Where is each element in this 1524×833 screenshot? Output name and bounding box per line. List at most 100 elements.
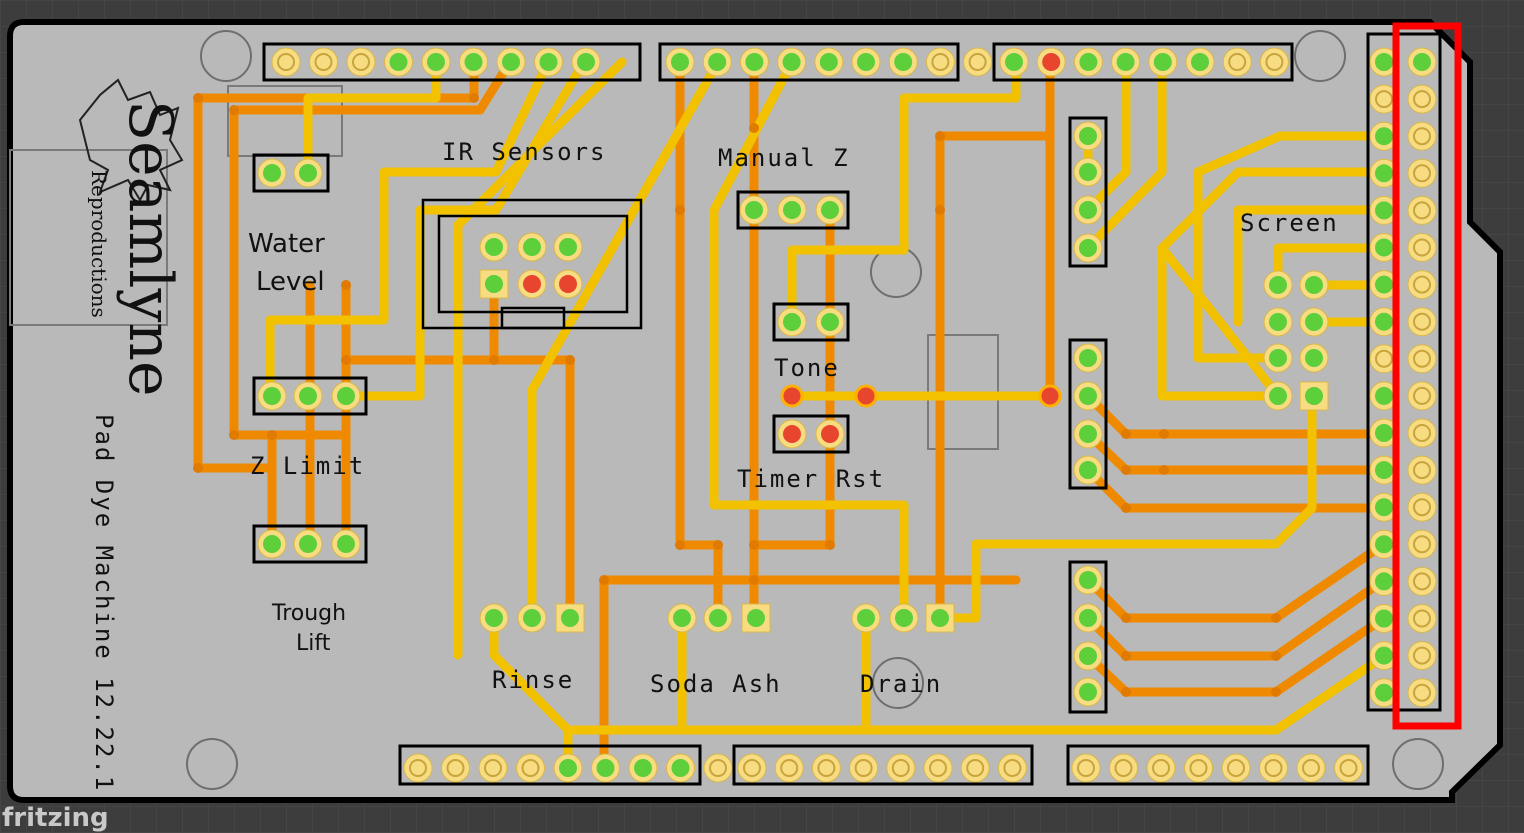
- pad-connected: [1073, 603, 1103, 633]
- pad: [886, 753, 916, 783]
- label-timer-rst: Timer Rst: [737, 465, 885, 493]
- label-water: Water: [248, 229, 325, 259]
- pad-connected: [517, 603, 547, 633]
- pad-connected: [534, 47, 563, 77]
- pad-connected: [1073, 565, 1103, 595]
- pad: [1407, 604, 1437, 633]
- label-drain: Drain: [860, 670, 942, 698]
- pad-connected: [1073, 455, 1103, 485]
- label-screen: Screen: [1240, 209, 1339, 237]
- pad-error: [815, 419, 845, 449]
- pad: [1407, 381, 1437, 411]
- pad-connected: [814, 47, 844, 77]
- pad: [1296, 753, 1326, 783]
- label-ir-sensors: IR Sensors: [442, 138, 607, 166]
- pad-connected: [851, 47, 881, 77]
- pad-connected: [555, 603, 585, 633]
- pad-connected: [553, 232, 583, 262]
- pad-connected: [1263, 381, 1293, 411]
- pad-connected: [1299, 270, 1329, 300]
- pad: [1407, 233, 1437, 262]
- pad-connected: [517, 232, 547, 262]
- pad-connected: [741, 603, 771, 633]
- pad: [1407, 678, 1437, 708]
- pad: [403, 753, 433, 783]
- pad-connected: [1369, 678, 1399, 708]
- pad: [1407, 566, 1437, 596]
- pad-connected: [257, 158, 287, 188]
- pad: [441, 753, 470, 783]
- pad-connected: [925, 603, 955, 633]
- pad-error: [1036, 47, 1066, 77]
- pad: [1369, 84, 1399, 114]
- pad-connected: [421, 47, 451, 77]
- pad: [1407, 121, 1437, 151]
- pad-connected: [1263, 307, 1293, 337]
- pad: [1334, 753, 1363, 783]
- fritzing-watermark: fritzing: [2, 803, 109, 833]
- pad-connected: [1369, 641, 1399, 671]
- pad-connected: [257, 529, 287, 559]
- pad-connected: [777, 307, 807, 337]
- pad-connected: [1369, 529, 1399, 559]
- pad-connected: [496, 47, 526, 77]
- pad: [1184, 753, 1213, 783]
- pad-connected: [1073, 233, 1103, 263]
- maple-leaf-icon: [78, 78, 184, 203]
- pad: [1259, 753, 1288, 783]
- pad: [1407, 344, 1437, 374]
- pad-connected: [1148, 47, 1178, 77]
- pad: [1407, 158, 1437, 188]
- label-soda-ash: Soda Ash: [650, 670, 782, 698]
- pad-connected: [1073, 343, 1103, 373]
- pad-connected: [1369, 307, 1399, 337]
- pad-connected: [553, 753, 583, 783]
- logo-subtitle: Reproductions: [87, 170, 111, 318]
- label-trough: Trough: [271, 601, 346, 626]
- pad: [1109, 753, 1138, 783]
- pad-connected: [571, 47, 601, 77]
- pad-connected: [1263, 343, 1293, 373]
- pad: [516, 753, 545, 783]
- pad-connected: [1299, 343, 1329, 373]
- label-tone: Tone: [774, 354, 840, 382]
- pad-connected: [889, 603, 919, 633]
- pad-connected: [777, 47, 807, 77]
- logo-name: Seamlyne: [115, 100, 185, 397]
- pad: [1407, 84, 1437, 114]
- pad-connected: [1073, 195, 1103, 225]
- pad: [1407, 307, 1437, 337]
- pad: [1407, 529, 1437, 559]
- selection-highlight[interactable]: [1392, 22, 1462, 730]
- pad-connected: [1369, 270, 1399, 300]
- pad-error: [553, 269, 583, 299]
- pad: [963, 47, 993, 77]
- pad-connected: [1073, 677, 1103, 707]
- pad-connected: [1073, 641, 1103, 671]
- pad-connected: [384, 47, 413, 77]
- pad: [923, 753, 953, 783]
- pad-connected: [1299, 381, 1329, 411]
- label-rinse: Rinse: [492, 666, 574, 694]
- pad: [925, 47, 955, 77]
- pad-connected: [851, 603, 881, 633]
- pad-connected: [1263, 270, 1293, 300]
- pad-connected: [293, 381, 323, 411]
- pad: [346, 47, 376, 77]
- pad-connected: [702, 47, 732, 77]
- top-layer-traces: [265, 57, 1389, 773]
- pad-error: [777, 419, 807, 449]
- pad-connected: [479, 232, 509, 262]
- pad: [737, 753, 767, 783]
- component-pads: [257, 47, 1437, 783]
- pad: [703, 753, 733, 783]
- ir-sensor-footprint: [421, 198, 643, 330]
- pad: [1407, 270, 1437, 300]
- pad-connected: [739, 47, 769, 77]
- pad-connected: [459, 47, 488, 77]
- pad-connected: [666, 753, 695, 783]
- pad-connected: [293, 158, 323, 188]
- pad-connected: [1073, 381, 1103, 411]
- pad-connected: [479, 269, 509, 299]
